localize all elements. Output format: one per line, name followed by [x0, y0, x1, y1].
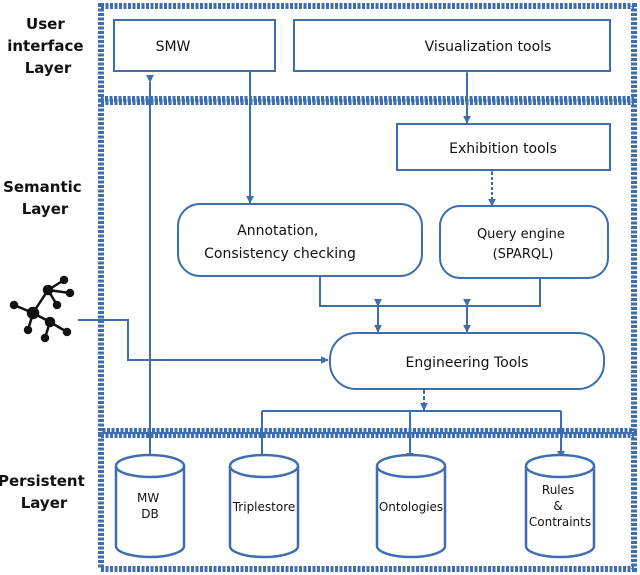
layer-labels: User interface Layer Semantic Layer Pers…	[0, 15, 90, 512]
storage-labels: MW DB Triplestore Ontologies Rules & Con…	[137, 483, 591, 529]
visualization-tools-label: Visualization tools	[425, 39, 552, 55]
ontologies-label: Ontologies	[379, 500, 443, 514]
query-engine-label: Query engine (SPARQL)	[477, 227, 569, 262]
exhibition-tools-box	[396, 123, 611, 171]
visualization-tools-box	[293, 19, 611, 72]
rules-label: Rules & Contraints	[529, 483, 591, 529]
layer-frames	[98, 3, 637, 572]
component-labels: SMW Visualization tools Exhibition tools…	[156, 39, 569, 371]
persistent-layer-frame	[98, 432, 637, 572]
smw-label: SMW	[156, 39, 191, 55]
persistent-layer-label: Persistent Layer	[0, 472, 90, 512]
ontologies-cylinder	[375, 453, 447, 559]
semantic-layer-frame	[98, 99, 637, 434]
engineering-tools-box	[329, 332, 605, 390]
storage-cylinders	[114, 453, 596, 559]
exhibition-tools-label: Exhibition tools	[449, 141, 557, 157]
triplestore-cylinder	[228, 453, 300, 559]
connectors	[78, 64, 565, 463]
smw-box	[113, 19, 276, 72]
mw-db-label: MW DB	[137, 491, 163, 521]
annotation-box	[177, 203, 423, 277]
mw-db-cylinder	[114, 453, 186, 559]
semantic-layer-label: Semantic Layer	[3, 178, 87, 218]
user-interface-layer-label: User interface Layer	[7, 15, 89, 77]
network-to-engineering-arrow	[78, 319, 329, 364]
engineering-tools-label: Engineering Tools	[406, 355, 529, 371]
annotation-query-merge-line	[319, 276, 541, 307]
network-graph-icon	[9, 275, 75, 343]
query-engine-box	[439, 205, 609, 279]
triplestore-label: Triplestore	[232, 500, 296, 514]
component-boxes	[113, 19, 611, 390]
annotation-label: Annotation, Consistency checking	[204, 223, 356, 262]
rules-cylinder	[524, 453, 596, 559]
